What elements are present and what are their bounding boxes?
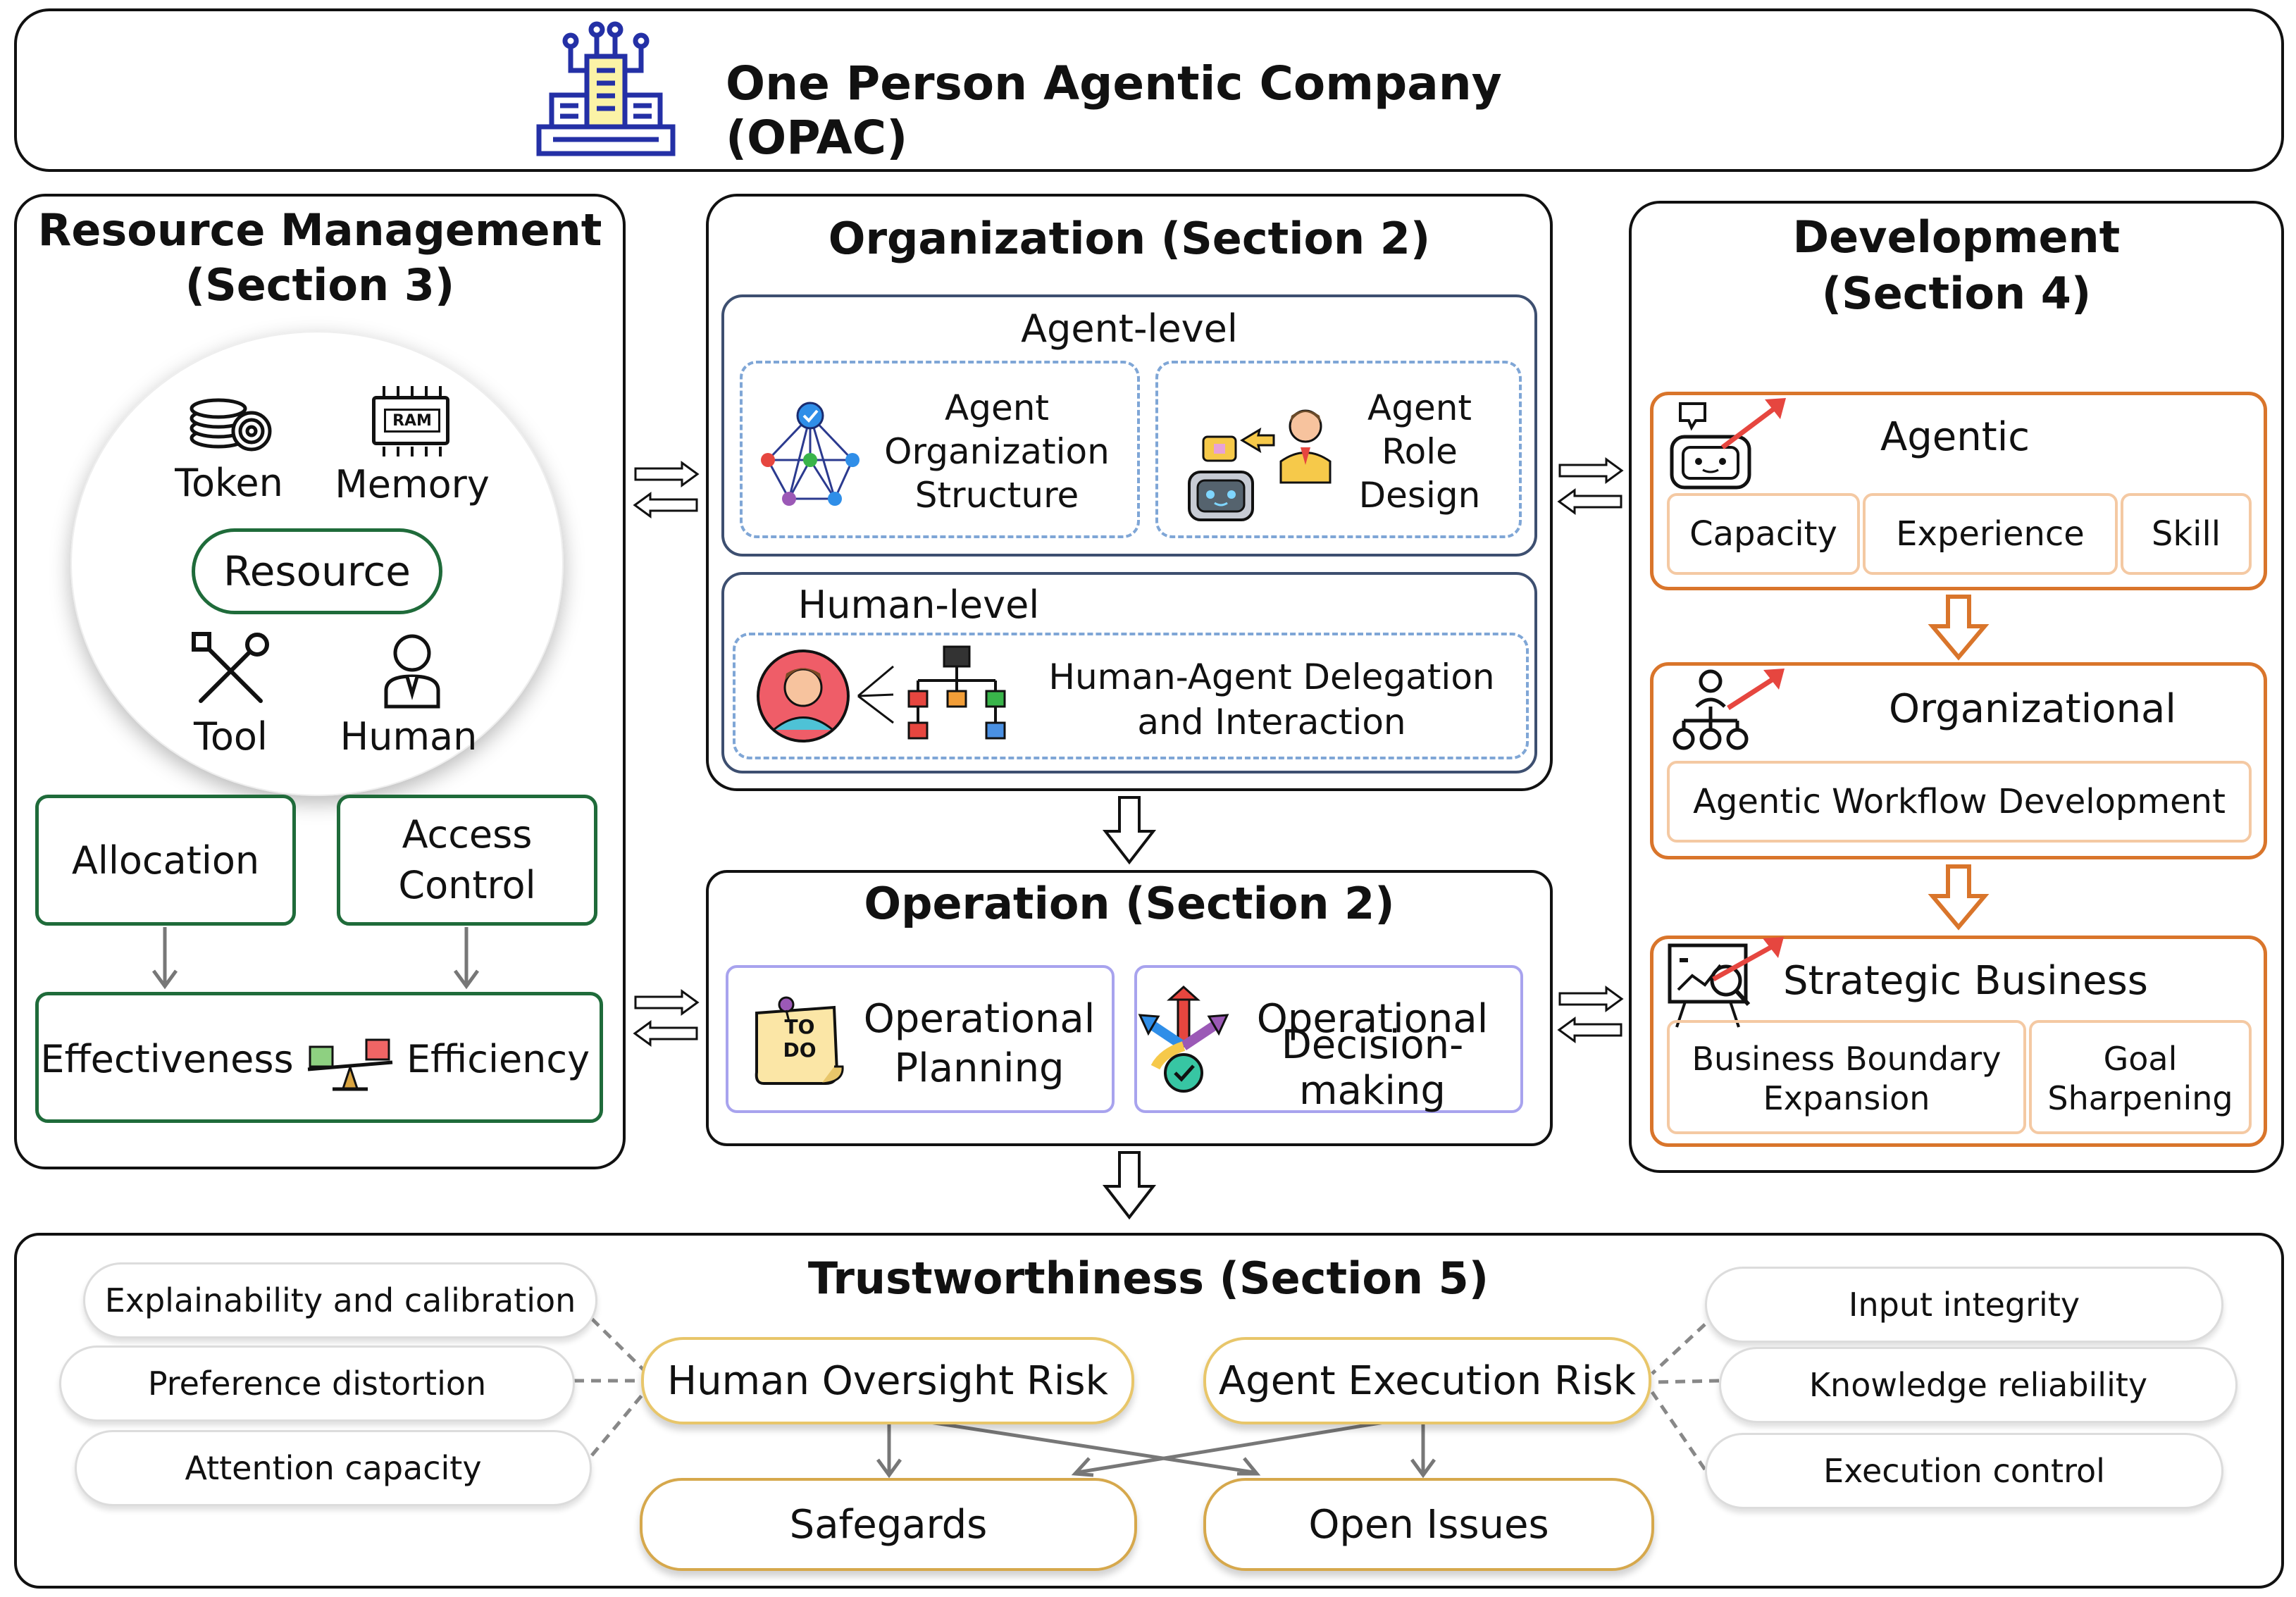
agent-role-line3: Design — [1358, 475, 1481, 516]
decision-arrows-icon — [1138, 985, 1229, 1093]
boundary-line2: Expansion — [1763, 1079, 1930, 1117]
operational-planning-box — [726, 965, 1115, 1113]
goal-box — [2029, 1020, 2252, 1134]
resource-title-line2: (Section 3) — [185, 259, 455, 311]
balance-scale-icon — [307, 1038, 393, 1091]
human-oversight-risk-pill: Human Oversight Risk — [641, 1337, 1134, 1424]
access-control-box — [337, 795, 597, 926]
down-arrow-icon — [1102, 796, 1157, 865]
workflow-box: Agentic Workflow Development — [1667, 761, 2252, 843]
development-title-line1: Development — [1792, 211, 2121, 263]
human-delegation-icon — [757, 645, 1006, 742]
development-panel — [1629, 201, 2284, 1173]
input-integrity-pill: Input integrity — [1705, 1267, 2223, 1343]
attention-pill: Attention capacity — [75, 1430, 592, 1506]
access-control-line2: Control — [398, 862, 536, 907]
agent-structure-line1: Agent — [945, 387, 1049, 428]
agent-structure-line3: Structure — [914, 475, 1079, 516]
resource-center-pill: Resource — [192, 528, 442, 614]
agent-role-line2: Role — [1382, 431, 1458, 472]
resource-down-arrows — [151, 927, 480, 990]
page-title: One Person Agentic Company (OPAC) — [726, 56, 1502, 165]
header-panel — [14, 8, 2284, 172]
robot-role-icon — [1188, 409, 1332, 521]
human-icon — [384, 634, 440, 709]
strategic-chart-icon — [1668, 937, 1784, 1028]
agent-role-line1: Agent — [1367, 387, 1472, 428]
todo-note-icon — [755, 996, 844, 1085]
delegation-box — [733, 633, 1529, 759]
agent-level-label: Agent-level — [1021, 306, 1238, 351]
safeguards-pill: Safegards — [640, 1478, 1137, 1571]
preference-pill: Preference distortion — [59, 1346, 575, 1422]
boundary-box — [1667, 1020, 2026, 1134]
goal-line2: Sharpening — [2047, 1079, 2233, 1117]
delegation-line1: Human-Agent Delegation — [1048, 657, 1495, 697]
human-level-box — [721, 572, 1537, 773]
knowledge-pill: Knowledge reliability — [1719, 1347, 2238, 1423]
execution-control-pill: Execution control — [1705, 1433, 2223, 1509]
open-issues-pill: Open Issues — [1203, 1478, 1654, 1571]
trust-title: Trustworthiness (Section 5) — [807, 1253, 1489, 1304]
strategic-label: Strategic Business — [1783, 957, 2148, 1004]
resource-human-label: Human — [340, 714, 478, 759]
tool-icon — [192, 632, 269, 703]
agent-role-box — [1155, 361, 1522, 538]
operational-decision-box — [1134, 965, 1523, 1113]
operation-title: Operation (Section 2) — [864, 878, 1395, 929]
organizational-label: Organizational — [1889, 685, 2176, 732]
memory-pins-icon — [383, 386, 442, 456]
skill-box: Skill — [2121, 493, 2252, 575]
operation-panel — [706, 870, 1553, 1146]
effectiveness-label: Effectiveness — [40, 1036, 294, 1081]
organizational-box — [1650, 662, 2267, 859]
dev-down-arrow-1 — [1928, 595, 1990, 661]
agent-structure-line2: Organization — [884, 431, 1110, 472]
down-arrow-icon — [1102, 1151, 1157, 1220]
agent-structure-box — [740, 361, 1140, 538]
opac-logo-icon — [536, 21, 676, 156]
allocation-box: Allocation — [35, 795, 296, 926]
agentic-label: Agentic — [1880, 414, 2030, 460]
strategic-box — [1650, 936, 2267, 1147]
development-title-line2: (Section 4) — [1821, 268, 2092, 319]
decision-line1: Operational — [1256, 995, 1489, 1042]
human-level-label: Human-level — [798, 582, 1040, 627]
access-control-line1: Access — [402, 812, 533, 857]
bidirectional-arrow-icon — [1557, 457, 1624, 515]
token-icon — [190, 398, 272, 452]
network-icon — [761, 402, 860, 506]
capacity-box: Capacity — [1667, 493, 1860, 575]
memory-ram-label: RAM — [384, 409, 440, 433]
bidirectional-arrow-icon — [1557, 986, 1624, 1043]
explainability-pill: Explainability and calibration — [83, 1262, 597, 1338]
dev-down-arrow-2 — [1928, 864, 1990, 931]
bidirectional-arrow-icon — [633, 461, 700, 518]
efficiency-label: Efficiency — [406, 1036, 590, 1081]
agentic-robot-icon — [1670, 398, 1786, 490]
agent-execution-risk-pill: Agent Execution Risk — [1203, 1337, 1651, 1424]
boundary-line1: Business Boundary — [1692, 1040, 2002, 1078]
planning-line2: Planning — [894, 1045, 1065, 1091]
goal-line1: Goal — [2103, 1040, 2178, 1078]
resource-memory-label: Memory — [335, 461, 490, 507]
resource-token-label: Token — [175, 460, 283, 505]
organizational-icon — [1673, 669, 1785, 750]
planning-line1: Operational — [863, 995, 1096, 1042]
agent-level-box — [721, 294, 1537, 557]
delegation-line2: and Interaction — [1137, 702, 1406, 742]
experience-box: Experience — [1863, 493, 2118, 575]
resource-tool-label: Tool — [194, 714, 268, 759]
agentic-box — [1650, 392, 2267, 590]
resource-title-line1: Resource Management — [37, 204, 602, 256]
organization-title: Organization (Section 2) — [828, 213, 1431, 264]
bidirectional-arrow-icon — [633, 989, 700, 1047]
